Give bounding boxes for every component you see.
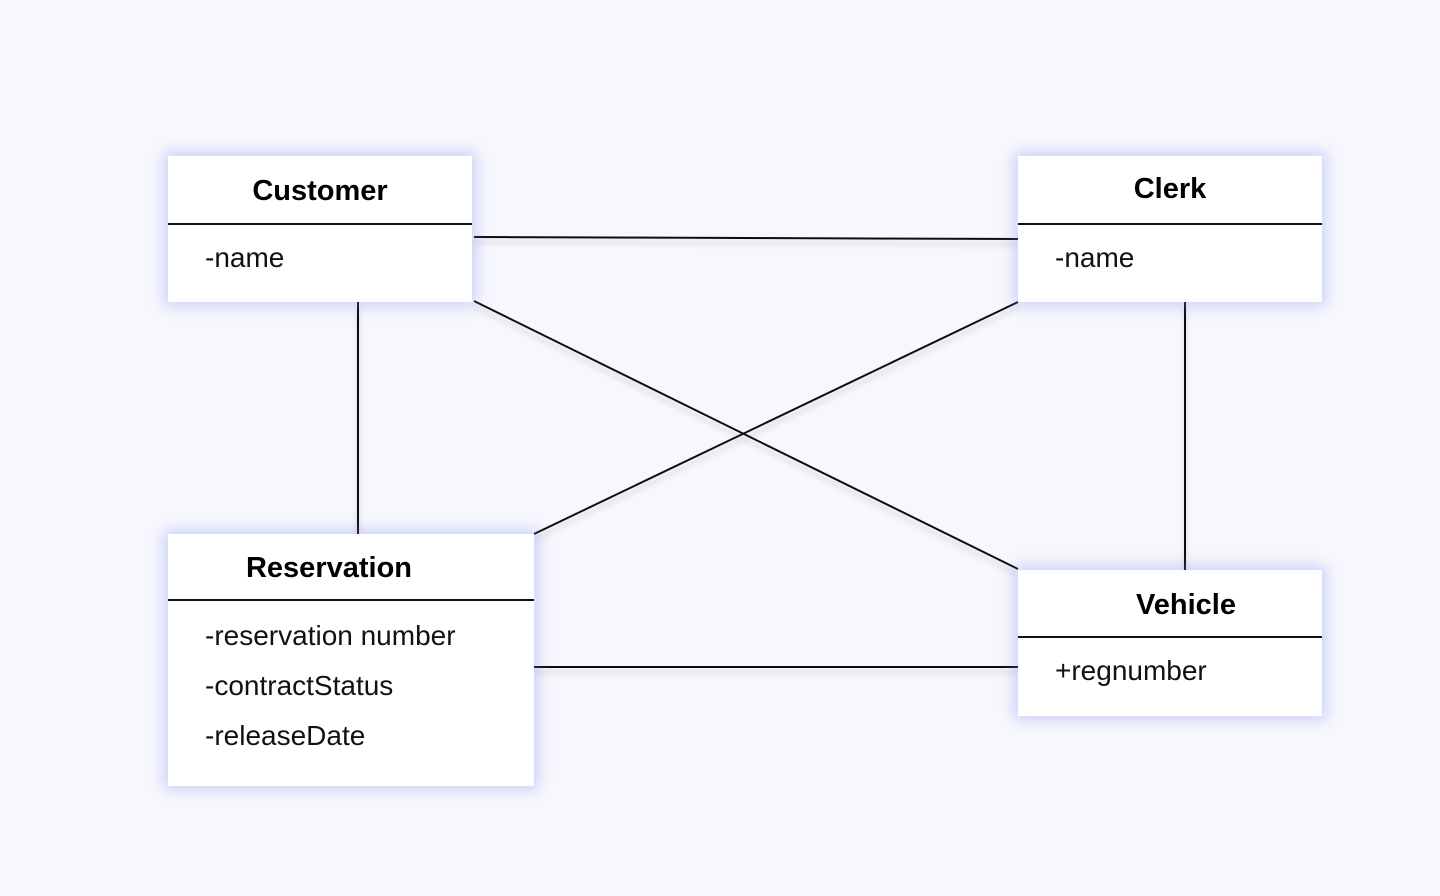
class-clerk[interactable]: Clerk -name — [1018, 156, 1322, 302]
class-reservation-name: Reservation — [245, 552, 412, 584]
association-clerk-reservation — [533, 301, 1019, 535]
class-customer-header: Customer — [168, 156, 472, 225]
association-customer-clerk — [473, 236, 1019, 240]
class-vehicle-name: Vehicle — [1136, 588, 1236, 621]
association-customer-vehicle — [473, 300, 1019, 570]
class-customer[interactable]: Customer -name — [168, 156, 472, 302]
class-reservation-header: Reservation — [168, 534, 534, 601]
attribute: -name — [1055, 242, 1135, 273]
class-vehicle[interactable]: Vehicle +regnumber — [1018, 570, 1322, 716]
class-clerk-name: Clerk — [1133, 173, 1207, 205]
class-vehicle-attributes: +regnumber — [1018, 638, 1322, 696]
class-clerk-header: Clerk — [1018, 156, 1322, 225]
class-clerk-attributes: -name — [1018, 225, 1322, 283]
class-customer-name: Customer — [252, 175, 388, 207]
attribute: -name — [205, 242, 285, 273]
class-customer-attributes: -name — [168, 225, 472, 283]
attribute: -reservation number — [205, 620, 456, 651]
class-reservation-attributes: -reservation number -contractStatus -rel… — [168, 601, 534, 761]
attribute: +regnumber — [1055, 655, 1207, 686]
attribute: -releaseDate — [205, 720, 366, 751]
class-vehicle-header: Vehicle — [1018, 570, 1322, 638]
class-reservation[interactable]: Reservation -reservation number -contrac… — [168, 534, 534, 786]
attribute: -contractStatus — [205, 670, 394, 701]
